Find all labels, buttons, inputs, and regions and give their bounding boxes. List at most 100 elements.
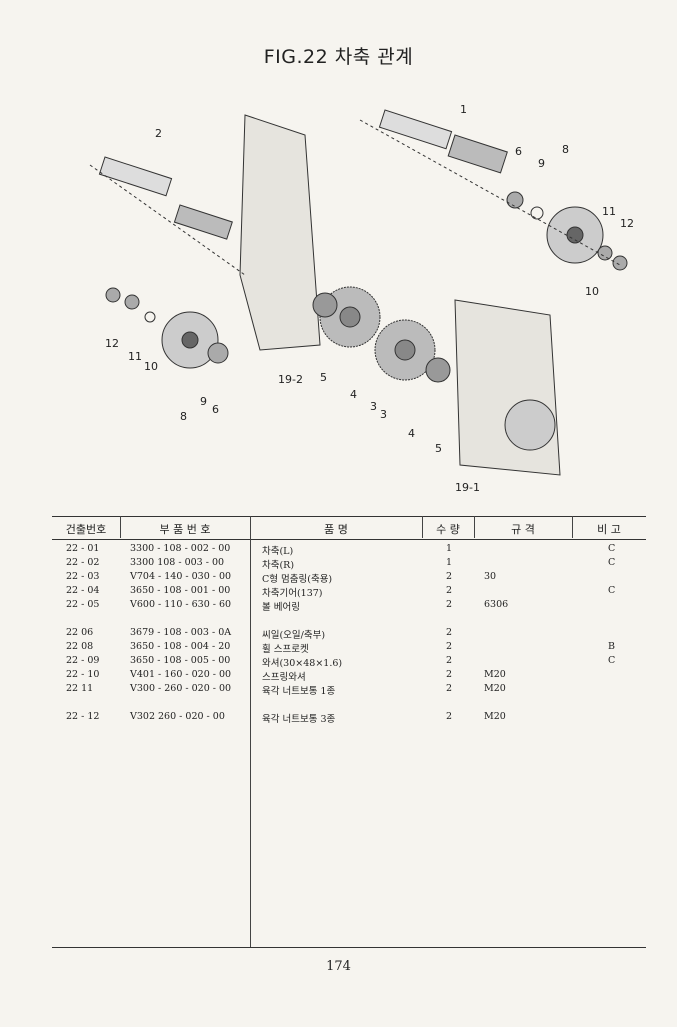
cell-qty: 1 [446, 543, 453, 554]
cell-no: 22 - 09 [66, 655, 100, 666]
cell-part: V302 260 - 020 - 00 [130, 711, 225, 722]
cell-qty: 2 [446, 585, 453, 596]
table-header: 건출번호 부 품 번 호 품 명 수 량 규 격 비 고 [52, 516, 646, 540]
cell-no: 22 11 [66, 683, 94, 694]
divider [474, 516, 475, 538]
cell-qty: 2 [446, 641, 453, 652]
callout-5-left: 5 [320, 371, 327, 384]
cell-name: 와셔(30×48×1.6) [262, 658, 343, 669]
cell-spec: M20 [484, 683, 506, 694]
ball-bearing-right [425, 357, 451, 383]
cell-qty: 2 [446, 683, 453, 694]
cell-part: 3650 - 108 - 004 - 20 [130, 641, 231, 652]
callout-11-left: 11 [128, 350, 142, 363]
housing-bore [504, 399, 556, 451]
cell-name: 씨일(오일/축부) [262, 630, 326, 641]
cell-name: 육각 너트보통 1종 [262, 686, 336, 697]
table-row: 22 08 3650 - 108 - 004 - 20 휠 스프로켓 2 B [52, 641, 646, 655]
callout-10-left: 10 [144, 360, 158, 373]
callout-19-2: 19-2 [278, 373, 303, 386]
header-ref-no: 건출번호 [65, 523, 107, 536]
header-spec: 규 격 [511, 523, 535, 536]
spring-washer-left [144, 311, 156, 323]
callout-9-right: 9 [538, 157, 545, 170]
callout-12-left: 12 [105, 337, 119, 350]
cell-qty: 2 [446, 669, 453, 680]
exploded-parts-diagram: 1 2 6 9 8 11 12 10 12 11 10 8 9 6 19-2 5… [60, 95, 660, 495]
cell-no: 22 - 12 [66, 711, 100, 722]
nut-11-right [597, 245, 613, 261]
cell-no: 22 - 02 [66, 557, 100, 568]
cell-no: 22 06 [66, 627, 94, 638]
parts-table: 건출번호 부 품 번 호 품 명 수 량 규 격 비 고 22 - 01 3300… [52, 516, 646, 948]
cell-name: 스프링와셔 [262, 672, 306, 683]
callout-6-right: 6 [515, 145, 522, 158]
cell-note: B [608, 641, 615, 652]
cell-name: 차축기어(137) [262, 588, 323, 599]
cell-name: 차축(R) [262, 560, 295, 571]
cell-name: 볼 베어링 [262, 602, 300, 613]
callout-4-right: 4 [408, 427, 415, 440]
cell-no: 22 - 05 [66, 599, 100, 610]
ball-bearing-left [312, 292, 338, 318]
housing-19-2 [239, 114, 321, 351]
cell-qty: 2 [446, 655, 453, 666]
washer-right [530, 206, 544, 220]
cell-part: 3300 - 108 - 002 - 00 [130, 543, 231, 554]
cell-qty: 2 [446, 627, 453, 638]
callout-4-left: 4 [350, 388, 357, 401]
cell-name: 육각 너트보통 3종 [262, 714, 336, 725]
axle-shaft-right [378, 109, 508, 174]
callout-10-right: 10 [585, 285, 599, 298]
seal-left [207, 342, 229, 364]
cell-no: 22 - 10 [66, 669, 100, 680]
cell-name: 차축(L) [262, 546, 294, 557]
divider [572, 516, 573, 538]
cell-name: 휠 스프로켓 [262, 644, 309, 655]
cell-part: V401 - 160 - 020 - 00 [130, 669, 232, 680]
cell-name: C형 멈춤링(축용) [262, 574, 333, 585]
callout-6-left: 6 [212, 403, 219, 416]
cell-part: V600 - 110 - 630 - 60 [130, 599, 232, 610]
divider [422, 516, 423, 538]
housing-19-1 [454, 299, 561, 476]
cell-part: V704 - 140 - 030 - 00 [130, 571, 232, 582]
cell-note: C [608, 543, 616, 554]
diagram-svg: 1 2 6 9 8 11 12 10 12 11 10 8 9 6 19-2 5… [89, 103, 634, 494]
table-row: 22 06 3679 - 108 - 003 - 0A 씨일(오일/축부) 2 [52, 627, 646, 641]
callout-9-left: 9 [200, 395, 207, 408]
callout-8-right: 8 [562, 143, 569, 156]
cell-no: 22 08 [66, 641, 94, 652]
table-row: 22 - 09 3650 - 108 - 005 - 00 와셔(30×48×1.6… [52, 655, 646, 669]
callouts: 1 2 6 9 8 11 12 10 12 11 10 8 9 6 19-2 5… [105, 103, 634, 494]
callout-3-b: 3 [380, 408, 387, 421]
callout-1: 1 [460, 103, 467, 116]
divider [120, 516, 121, 538]
table-row: 22 - 01 3300 - 108 - 002 - 00 차축(L) 1 C [52, 543, 646, 557]
cell-part: 3679 - 108 - 003 - 0A [130, 627, 232, 638]
cell-part: 3650 - 108 - 001 - 00 [130, 585, 231, 596]
callout-3-a: 3 [370, 400, 377, 413]
cell-qty: 2 [446, 571, 453, 582]
cell-part: 3300 108 - 003 - 00 [130, 557, 225, 568]
nut-11-left [124, 294, 140, 310]
callout-12-right: 12 [620, 217, 634, 230]
cell-part: 3650 - 108 - 005 - 00 [130, 655, 231, 666]
cell-qty: 2 [446, 711, 453, 722]
cell-no: 22 - 01 [66, 543, 100, 554]
cell-spec: M20 [484, 669, 506, 680]
nut-12-left [105, 287, 121, 303]
cell-qty: 1 [446, 557, 453, 568]
cell-no: 22 - 04 [66, 585, 100, 596]
cell-note: C [608, 655, 616, 666]
figure-title: FIG.22 차축 관계 [263, 46, 414, 68]
axle-shaft-left [98, 156, 233, 240]
nut-12-right [612, 255, 628, 271]
callout-11-right: 11 [602, 205, 616, 218]
